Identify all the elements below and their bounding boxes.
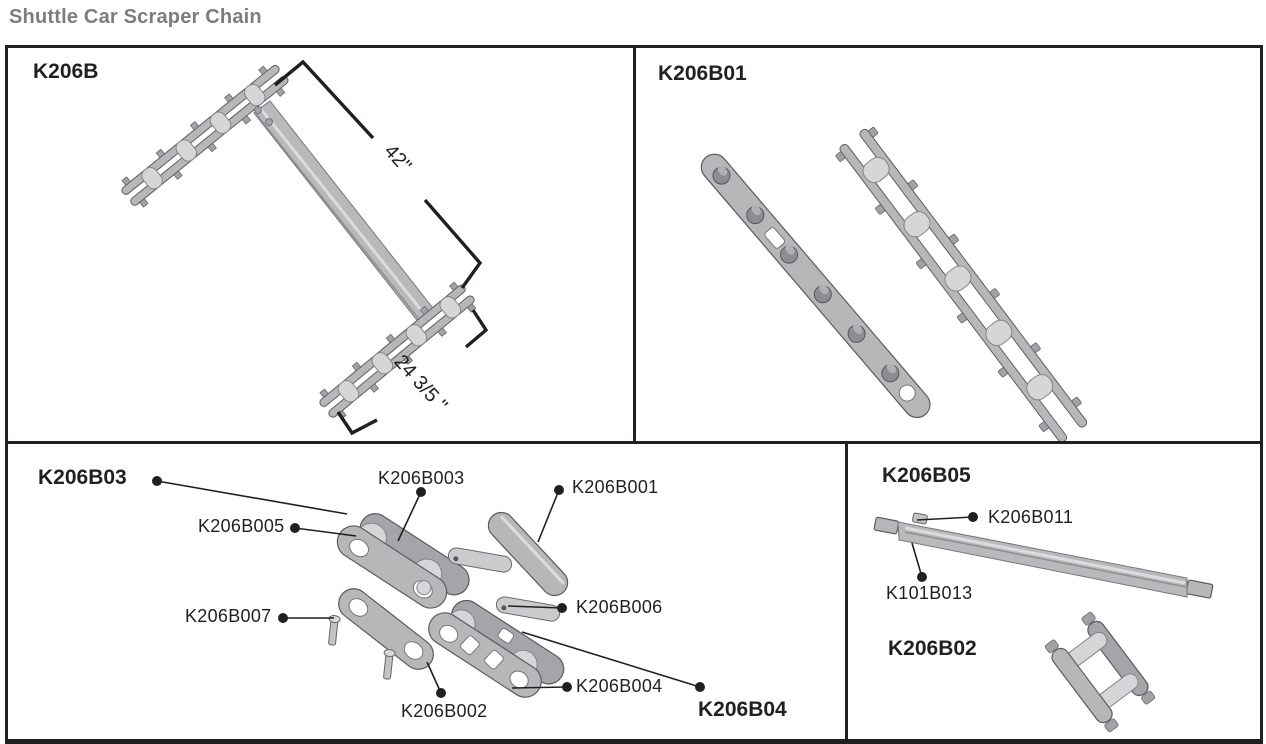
flat-bar-chain-drawing: [700, 153, 931, 419]
panel-k206b03: K206B03 K206B003 K206B001 K206B005 K206B…: [8, 444, 848, 739]
k206b01-chain-drawing: [700, 127, 1088, 441]
panel-k206b05: K206B05 K206B011 K101B013 K206B02: [848, 444, 1260, 739]
slotted-link-drawing: [428, 599, 565, 698]
leader-dot-k206b005: [290, 523, 300, 533]
leader-dot-k206b001: [554, 485, 564, 495]
chain-strand-upper: [121, 65, 289, 208]
k206b05-drawing: [873, 512, 1214, 733]
part-label-k206b003: K206B003: [378, 468, 465, 488]
dimension-line-24-start: [464, 309, 489, 349]
leader-k206b04: [521, 631, 701, 688]
leader-k206b003: [397, 491, 422, 542]
part-label-k206b007: K206B007: [185, 606, 272, 626]
leader-dot-k206b007: [278, 613, 288, 623]
dimension-line-24-end: [336, 411, 378, 436]
dimension-line-42-end: [423, 198, 483, 289]
leader-k206b006: [507, 605, 563, 609]
leader-dot-k206b004: [562, 682, 572, 692]
panel-code-k206b05: K206B05: [882, 464, 971, 487]
part-label-k206b005: K206B005: [198, 516, 285, 536]
leader-dot-k206b006: [557, 603, 567, 613]
leader-dot-k206b002: [436, 688, 446, 698]
panel-code-k206b01: K206B01: [658, 62, 747, 85]
dimension-label-24: 24 3/5 ": [390, 351, 452, 416]
part-label-k206b001: K206B001: [572, 477, 659, 497]
k206b-assembly-drawing: 42" 24 3/5 ": [121, 59, 489, 436]
leader-dot-k206b04: [695, 682, 705, 692]
part-label-k101b013: K101B013: [886, 583, 973, 603]
k206b03-exploded-drawing: [152, 476, 705, 698]
side-bar-drawing: [338, 588, 434, 670]
part-label-k206b006: K206B006: [576, 597, 663, 617]
leader-k206b03: [156, 480, 348, 515]
leader-dot-k206b011: [968, 512, 978, 522]
connecting-pin-plate-drawing: [447, 511, 569, 622]
panel-k206b01: K206B01: [636, 48, 1260, 444]
k206b02-link-drawing: [1044, 611, 1156, 733]
part-label-k206b011: K206B011: [988, 507, 1074, 527]
leader-dot-k206b003: [416, 487, 426, 497]
flight-bar-drawing: [253, 100, 437, 325]
flight-bar-part-drawing: [873, 512, 1214, 599]
panel-k206b: 42" 24 3/5 " K206B: [8, 48, 636, 444]
panel-code-k206b04: K206B04: [698, 698, 787, 721]
part-label-k206b002: K206B002: [401, 701, 488, 721]
leader-k206b004: [511, 686, 568, 689]
roller-chain-drawing: [835, 127, 1088, 441]
leader-dot-k206b03: [152, 476, 162, 486]
cotter-pin-1-drawing: [328, 615, 341, 646]
dimension-label-42: 42": [380, 140, 416, 177]
chain-strand-lower: [319, 281, 477, 420]
leader-k206b011: [916, 516, 974, 521]
leader-dot-k101b013: [917, 572, 927, 582]
dimension-line-42: [273, 59, 375, 140]
part-label-k206b004: K206B004: [576, 676, 663, 696]
leader-k206b002: [426, 661, 442, 694]
diagram-frame: 42" 24 3/5 " K206B: [5, 45, 1263, 744]
leader-k206b005: [294, 527, 357, 537]
panel-code-k206b03: K206B03: [38, 466, 127, 489]
cotter-pin-2-drawing: [383, 649, 396, 680]
leader-k206b001: [537, 489, 560, 543]
leader-k101b013: [911, 542, 923, 578]
page-title: Shuttle Car Scraper Chain: [9, 6, 262, 28]
panel-code-k206b02: K206B02: [888, 637, 977, 660]
panel-code-k206b: K206B: [33, 60, 99, 83]
